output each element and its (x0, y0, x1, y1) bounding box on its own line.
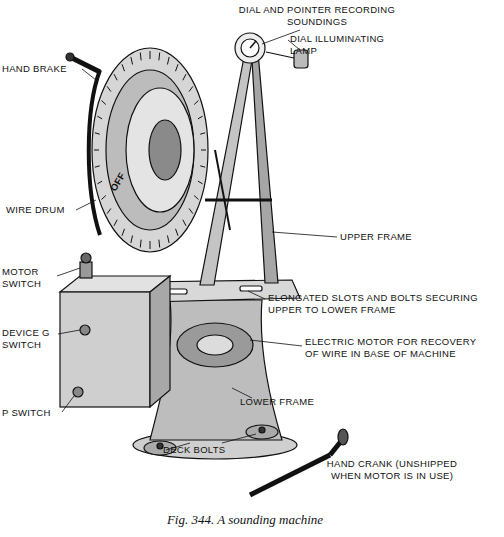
part-label: MOTOR SWITCH (2, 266, 57, 290)
part-label: HAND BRAKE (2, 63, 67, 75)
part-label: HAND CRANK (UNSHIPPED WHEN MOTOR IS IN U… (322, 458, 462, 482)
part-label: ELONGATED SLOTS AND BOLTS SECURING UPPER… (268, 292, 498, 316)
part-label: DEVICE G SWITCH (2, 327, 57, 351)
part-label: UPPER FRAME (340, 231, 412, 243)
part-label: ELECTRIC MOTOR FOR RECOVERY OF WIRE IN B… (305, 336, 483, 360)
part-label: DECK BOLTS (163, 444, 225, 456)
part-label: WIRE DRUM (6, 204, 65, 216)
figure-caption: Fig. 344. A sounding machine (100, 512, 390, 528)
part-label: LOWER FRAME (240, 396, 314, 408)
part-label: DIAL AND POINTER RECORDING SOUNDINGS (232, 4, 402, 28)
part-label: P SWITCH (2, 407, 51, 419)
part-label: DIAL ILLUMINATING LAMP (290, 33, 410, 57)
